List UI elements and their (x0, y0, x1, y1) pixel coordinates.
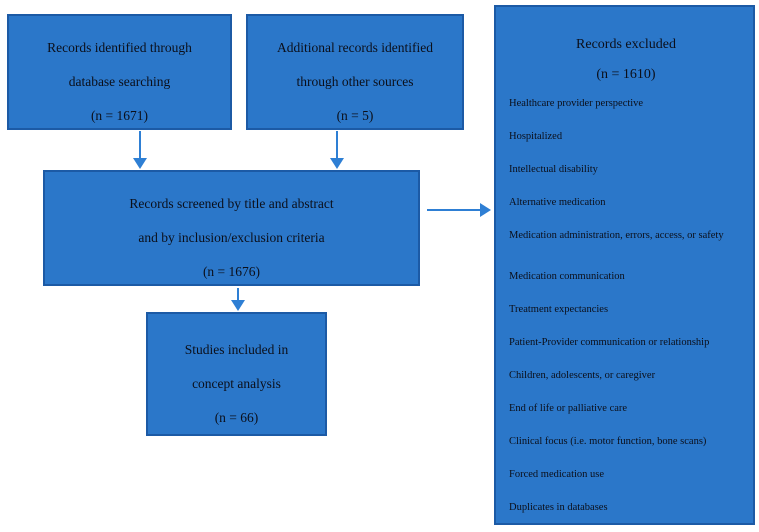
arrow-right-head-icon (480, 203, 491, 217)
exclusion-reason: Children, adolescents, or caregiver (509, 370, 656, 381)
box-records-excluded: Records excluded (n = 1610) Healthcare p… (494, 5, 755, 525)
box-studies-included: Studies included in concept analysis (n … (146, 312, 327, 436)
exclusion-reason: Medication administration, errors, acces… (509, 230, 724, 241)
box-records-screened: Records screened by title and abstract a… (43, 170, 420, 286)
exclusion-reason: Forced medication use (509, 469, 605, 480)
arrow-shaft (237, 288, 239, 302)
box-text-line: and by inclusion/exclusion criteria (138, 229, 325, 245)
exclusion-reason: Clinical focus (i.e. motor function, bon… (509, 436, 707, 447)
excluded-count: (n = 1610) (596, 67, 656, 82)
box-additional-records: Additional records identified through ot… (246, 14, 464, 130)
arrow-identified-to-screened (133, 131, 147, 169)
exclusion-reason-list: Healthcare provider perspective Hospital… (509, 97, 743, 514)
exclusion-reason: Alternative medication (509, 197, 606, 208)
box-records-identified: Records identified through database sear… (7, 14, 232, 130)
box-count: (n = 1671) (90, 107, 149, 123)
excluded-title: Records excluded (576, 37, 676, 52)
box-text-line: Studies included in (184, 341, 289, 357)
exclusion-reason: Treatment expectancies (509, 304, 609, 315)
box-text-line: Additional records identified (277, 39, 433, 55)
arrow-down-head-icon (330, 158, 344, 169)
box-count: (n = 1676) (202, 263, 261, 279)
box-text-line: concept analysis (192, 375, 281, 391)
box-text-line: through other sources (296, 73, 414, 89)
arrow-down-head-icon (231, 300, 245, 311)
box-text-line: Records identified through (47, 39, 192, 55)
exclusion-reason: Duplicates in databases (509, 502, 608, 513)
exclusion-reason: End of life or palliative care (509, 403, 628, 414)
arrow-shaft (139, 131, 141, 160)
exclusion-reason: Hospitalized (509, 131, 563, 142)
exclusion-reason: Patient-Provider communication or relati… (509, 337, 710, 348)
arrow-screened-to-excluded (427, 203, 491, 217)
exclusion-reason: Medication communication (509, 271, 625, 282)
box-count: (n = 66) (214, 409, 259, 425)
arrow-shaft (336, 131, 338, 160)
exclusion-reason: Intellectual disability (509, 164, 598, 175)
arrow-additional-to-screened (330, 131, 344, 169)
arrow-screened-to-included (231, 288, 245, 311)
arrow-down-head-icon (133, 158, 147, 169)
box-text-line: database searching (68, 73, 171, 89)
box-text-line: Records screened by title and abstract (129, 195, 334, 211)
box-count: (n = 5) (336, 107, 374, 123)
exclusion-reason: Healthcare provider perspective (509, 98, 644, 109)
arrow-shaft (427, 209, 482, 211)
